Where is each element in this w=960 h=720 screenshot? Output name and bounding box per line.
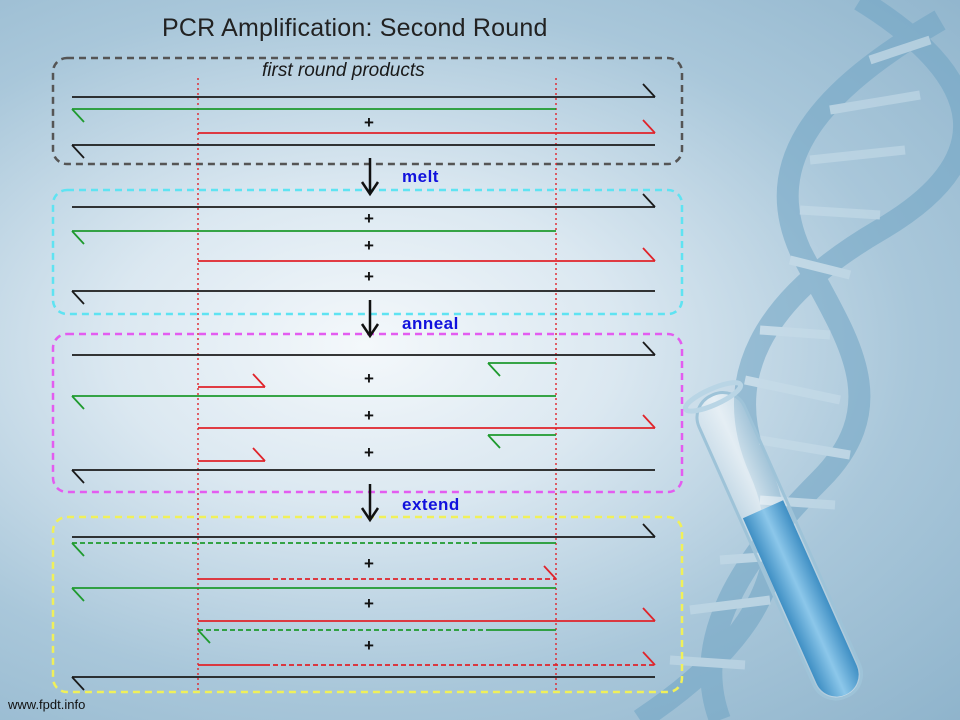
- step-anneal-label: anneal: [402, 314, 459, 333]
- strand-segment: [71, 542, 85, 557]
- strand-segment: [642, 193, 656, 208]
- plus-sign: +: [364, 209, 374, 228]
- strand-segment: [71, 395, 85, 410]
- page-title: PCR Amplification: Second Round: [162, 14, 548, 42]
- strand-segment: [642, 83, 656, 98]
- first-round-label: first round products: [262, 60, 425, 81]
- dna-helix-icon: [633, 0, 960, 720]
- strand-segment: [71, 676, 85, 691]
- plus-sign: +: [364, 443, 374, 462]
- down-arrow-icon: [360, 158, 380, 197]
- test-tube-icon: [682, 380, 864, 701]
- first-round-box: [51, 56, 684, 166]
- plus-sign: +: [364, 554, 374, 573]
- plus-sign: +: [364, 267, 374, 286]
- dna-strands: [71, 83, 656, 691]
- down-arrow-icon: [360, 300, 380, 339]
- strand-segment: [642, 523, 656, 538]
- strand-segment: [642, 651, 656, 666]
- strand-segment: [642, 119, 656, 134]
- strand-segment: [71, 230, 85, 245]
- strand-segment: [642, 341, 656, 356]
- plus-sign: +: [364, 236, 374, 255]
- strand-segment: [71, 587, 85, 602]
- strand-segment: [642, 247, 656, 262]
- strand-segment: [642, 414, 656, 429]
- strand-segment: [71, 290, 85, 305]
- strand-segment: [71, 144, 85, 159]
- plus-sign: +: [364, 406, 374, 425]
- strand-segment: [543, 565, 557, 580]
- step-extend-label: extend: [402, 495, 460, 514]
- step-melt-label: melt: [402, 167, 439, 186]
- footer-url: www.fpdt.info: [8, 697, 86, 712]
- strand-segment: [71, 469, 85, 484]
- strand-segment: [197, 629, 211, 644]
- plus-sign: +: [364, 594, 374, 613]
- down-arrow-icon: [360, 484, 380, 523]
- strand-segment: [642, 607, 656, 622]
- plus-sign: +: [364, 369, 374, 388]
- plus-sign: +: [364, 636, 374, 655]
- strand-segment: [487, 362, 501, 377]
- strand-segment: [252, 373, 266, 388]
- strand-segment: [71, 108, 85, 123]
- strand-segment: [252, 447, 266, 462]
- strand-segment: [487, 434, 501, 449]
- plus-sign: +: [364, 113, 374, 132]
